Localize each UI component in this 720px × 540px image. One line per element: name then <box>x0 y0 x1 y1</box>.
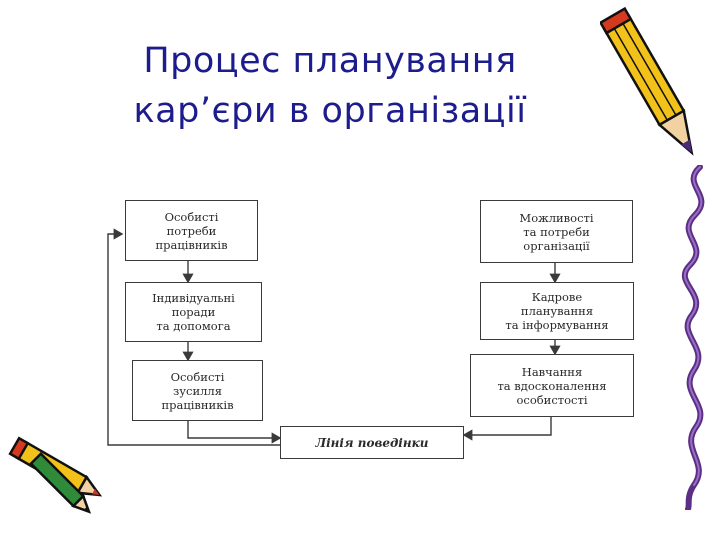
box-hr-planning: Кадрове планування та інформування <box>480 282 634 340</box>
box-personal-needs: Особисті потреби працівників <box>125 200 258 261</box>
pencils-icon <box>8 436 103 514</box>
title-line-2: кар’єри в організації <box>133 91 527 131</box>
title-line-1: Процес планування <box>143 41 517 81</box>
box-individual-advice: Індивідуальні поради та допомога <box>125 282 262 342</box>
arrow-right-to-behaviour <box>462 417 552 441</box>
box-organization-needs: Можливості та потреби організації <box>480 200 633 263</box>
squiggle-icon <box>681 165 705 510</box>
box-behaviour-line: Лінія поведінки <box>280 426 464 459</box>
feedback-loop-line <box>107 228 282 446</box>
box-training: Навчання та вдосконалення особистості <box>470 354 634 417</box>
arrow-left-to-behaviour <box>187 421 282 444</box>
pencil-icon <box>600 6 694 156</box>
slide-title: Процес планування кар’єри в організації <box>110 36 550 136</box>
box-personal-efforts: Особисті зусилля працівників <box>132 360 263 421</box>
